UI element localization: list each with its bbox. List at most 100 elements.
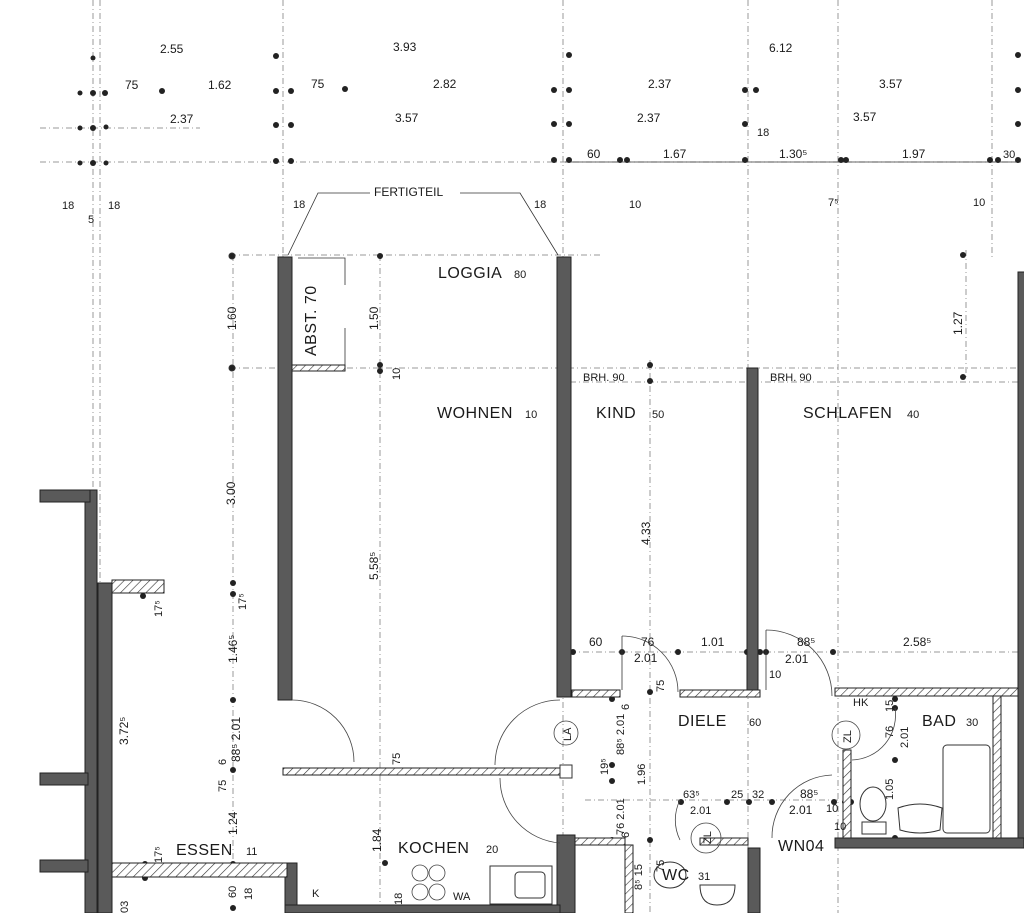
wn-label: WN04: [778, 838, 824, 855]
dim-text: 30: [1003, 149, 1015, 161]
la-label: LA: [562, 727, 574, 741]
dim-text: 10: [769, 669, 781, 681]
dim-text: 2.01: [785, 652, 809, 666]
dim-text: 76: [884, 726, 896, 738]
dim-text: 3.93: [393, 40, 417, 54]
room-diele-num: 60: [749, 717, 761, 729]
washbasin: [897, 803, 943, 834]
inner-dimensions: 1.60 1.50 10 3.00 5.58⁵ 4.33 1.27 17⁵ 17…: [117, 306, 965, 913]
fertigteil-label: FERTIGTEIL: [374, 185, 443, 199]
fixtures: [411, 720, 991, 906]
dim-text: 2.01: [789, 803, 813, 817]
dim-text: 1.67: [663, 147, 687, 161]
dim-text: 2.01: [690, 805, 711, 817]
dim-text: 15: [884, 700, 896, 712]
dim-text: 75: [391, 753, 403, 765]
dim-text: 18: [293, 199, 305, 211]
dim-text: 17⁵: [153, 600, 165, 617]
dim-text: 1.30⁵: [779, 147, 807, 161]
dim-text: 75: [311, 77, 325, 91]
la-marker: [553, 720, 579, 746]
dim-text: 75: [125, 78, 139, 92]
dim-text: 19⁵: [599, 758, 611, 775]
dim-text: 32: [752, 789, 764, 801]
zl-marker: [690, 822, 722, 854]
wa-label: WA: [453, 891, 471, 903]
dim-text: 1.05: [884, 779, 896, 800]
room-wohnen-num: 10: [525, 409, 537, 421]
dim-text: 75: [655, 680, 667, 692]
room-loggia-num: 80: [514, 269, 526, 281]
room-loggia: LOGGIA: [438, 265, 502, 282]
bathtub: [942, 744, 991, 834]
dim-text: 3.72⁵: [117, 717, 131, 745]
dim-text: 3.57: [853, 110, 877, 124]
brh-label: BRH. 90: [770, 372, 812, 384]
dim-text: 25: [731, 789, 743, 801]
room-schlafen-num: 40: [907, 409, 919, 421]
dim-text: 6: [620, 832, 632, 838]
dim-text: 2.37: [648, 77, 672, 91]
dim-text: 60: [587, 147, 601, 161]
dim-text: 1.01: [701, 635, 725, 649]
hk-label: HK: [853, 697, 869, 709]
k-label: K: [312, 888, 320, 900]
room-kochen: KOCHEN: [398, 840, 469, 857]
room-bad-num: 30: [966, 717, 978, 729]
door-swings: [291, 629, 896, 844]
dim-text: 8⁵ 15: [633, 864, 645, 890]
dim-text: 3.57: [395, 111, 419, 125]
dim-text: 6: [217, 759, 229, 765]
dim-text: 63⁵: [683, 789, 700, 801]
dim-text: 75: [217, 780, 229, 792]
zl-marker: [831, 720, 861, 750]
brh-label: BRH. 90: [583, 372, 625, 384]
dim-text: 10: [391, 368, 403, 380]
dim-text: 18: [757, 127, 769, 139]
dim-text: 60: [227, 886, 239, 898]
dim-text: 1.60: [225, 306, 239, 330]
dim-text: 3.57: [879, 77, 903, 91]
dim-text: 03: [119, 901, 131, 913]
dim-text: 2.82: [433, 77, 457, 91]
dim-text: 6.12: [769, 41, 793, 55]
wc-basin: [699, 884, 736, 906]
dim-text: 2.01: [899, 727, 911, 748]
dim-text: 10: [629, 199, 641, 211]
dim-text: 5: [88, 214, 94, 226]
dim-text: 76 2.01: [615, 798, 627, 835]
room-diele: DIELE: [678, 713, 727, 730]
room-kochen-num: 20: [486, 844, 498, 856]
walls: [39, 192, 1024, 913]
room-labels: FERTIGTEIL LOGGIA 80 WOHNEN 10 KIND 50 S…: [176, 185, 978, 903]
dim-text: 1.27: [951, 311, 965, 335]
dim-text: 17⁵: [237, 593, 249, 610]
dim-text: 10: [973, 197, 985, 209]
dim-text: 10: [834, 821, 846, 833]
dim-text: 18: [243, 888, 255, 900]
room-wc-num: 31: [698, 871, 710, 883]
dim-text: 3.00: [224, 481, 238, 505]
abst-label: ABST. 70: [303, 285, 320, 356]
dim-text: 1.50: [367, 306, 381, 330]
room-essen: ESSEN: [176, 842, 233, 859]
room-bad: BAD: [922, 713, 956, 730]
dim-text: 18: [393, 893, 405, 905]
dim-text: 1.84: [370, 828, 384, 852]
room-kind-num: 50: [652, 409, 664, 421]
diele-dimensions: 60 76 2.01 1.01 88⁵ 2.01 10 2.58⁵ 75 6 8…: [589, 635, 931, 890]
room-kind: KIND: [596, 405, 636, 422]
zl-label: ZL: [702, 831, 714, 844]
dim-text: 18: [108, 200, 120, 212]
dim-text: 88⁵ 2.01: [229, 717, 243, 762]
dim-text: 88⁵ 2.01: [615, 714, 627, 755]
dim-text: 7⁵: [828, 197, 839, 209]
zl-label: ZL: [842, 730, 854, 743]
dim-text: 10: [826, 803, 838, 815]
room-schlafen: SCHLAFEN: [803, 405, 892, 422]
toilet: [859, 786, 887, 822]
dim-text: 1.24: [226, 811, 240, 835]
dim-text: 6: [620, 704, 632, 710]
dim-text: 2.01: [634, 651, 658, 665]
